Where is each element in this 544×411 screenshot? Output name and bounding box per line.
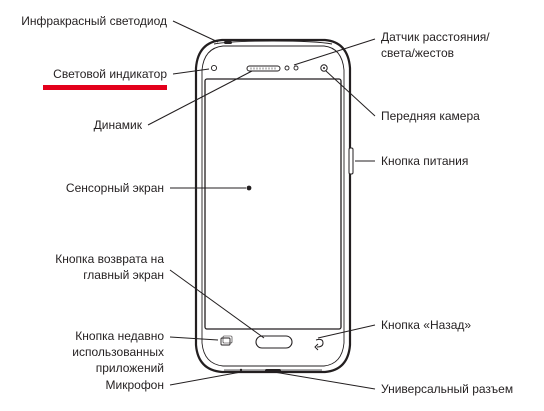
callout-proximity-sensor (293, 38, 376, 66)
label-speaker: Динамик (93, 118, 142, 132)
callout-back-button (317, 324, 376, 339)
callout-recent-apps (169, 336, 219, 341)
notification-led (210, 64, 218, 72)
callout-multipurpose-jack (273, 371, 376, 390)
callout-ir-led (172, 20, 219, 43)
touch-screen-area (204, 78, 342, 330)
label-notification-led: Световой индикатор (53, 67, 167, 81)
recent-apps-icon (220, 337, 231, 346)
callout-front-camera (325, 70, 376, 117)
power-button-shape (348, 147, 354, 175)
label-multipurpose-jack: Универсальный разъем (381, 382, 514, 396)
label-ir-led: Инфракрасный светодиод (21, 14, 167, 28)
callout-home-button (169, 269, 265, 339)
notification-led-highlight (43, 85, 167, 90)
speaker-grille (246, 65, 281, 72)
proximity-sensor-left (284, 65, 290, 71)
phone-bezel-outline (201, 45, 345, 367)
touch-screen-dot (246, 185, 252, 191)
multipurpose-jack-port (265, 369, 281, 372)
front-camera-center (323, 67, 325, 69)
label-proximity-sensor: Датчик расстояния/ света/жестов (381, 30, 490, 60)
callout-lines (147, 20, 376, 390)
label-power-button: Кнопка питания (381, 154, 469, 168)
callout-speaker (147, 70, 253, 126)
ir-led-window (224, 41, 232, 44)
proximity-sensor-right (293, 65, 299, 71)
back-icon (314, 338, 324, 351)
speaker-grille-slots (250, 67, 276, 70)
home-button-shape (255, 335, 293, 349)
recent-apps-icon-back (222, 335, 233, 344)
label-home-button: Кнопка возврата на главный экран (55, 252, 164, 282)
label-front-camera: Передняя камера (381, 109, 480, 123)
callout-notification-led (172, 68, 210, 75)
microphone-hole (239, 368, 243, 372)
callout-microphone (169, 371, 242, 386)
label-microphone: Микрофон (105, 378, 164, 392)
label-back-button: Кнопка «Назад» (381, 318, 472, 332)
label-recent-apps-button: Кнопка недавно использованных приложений (72, 329, 164, 375)
label-touch-screen: Сенсорный экран (65, 181, 164, 195)
